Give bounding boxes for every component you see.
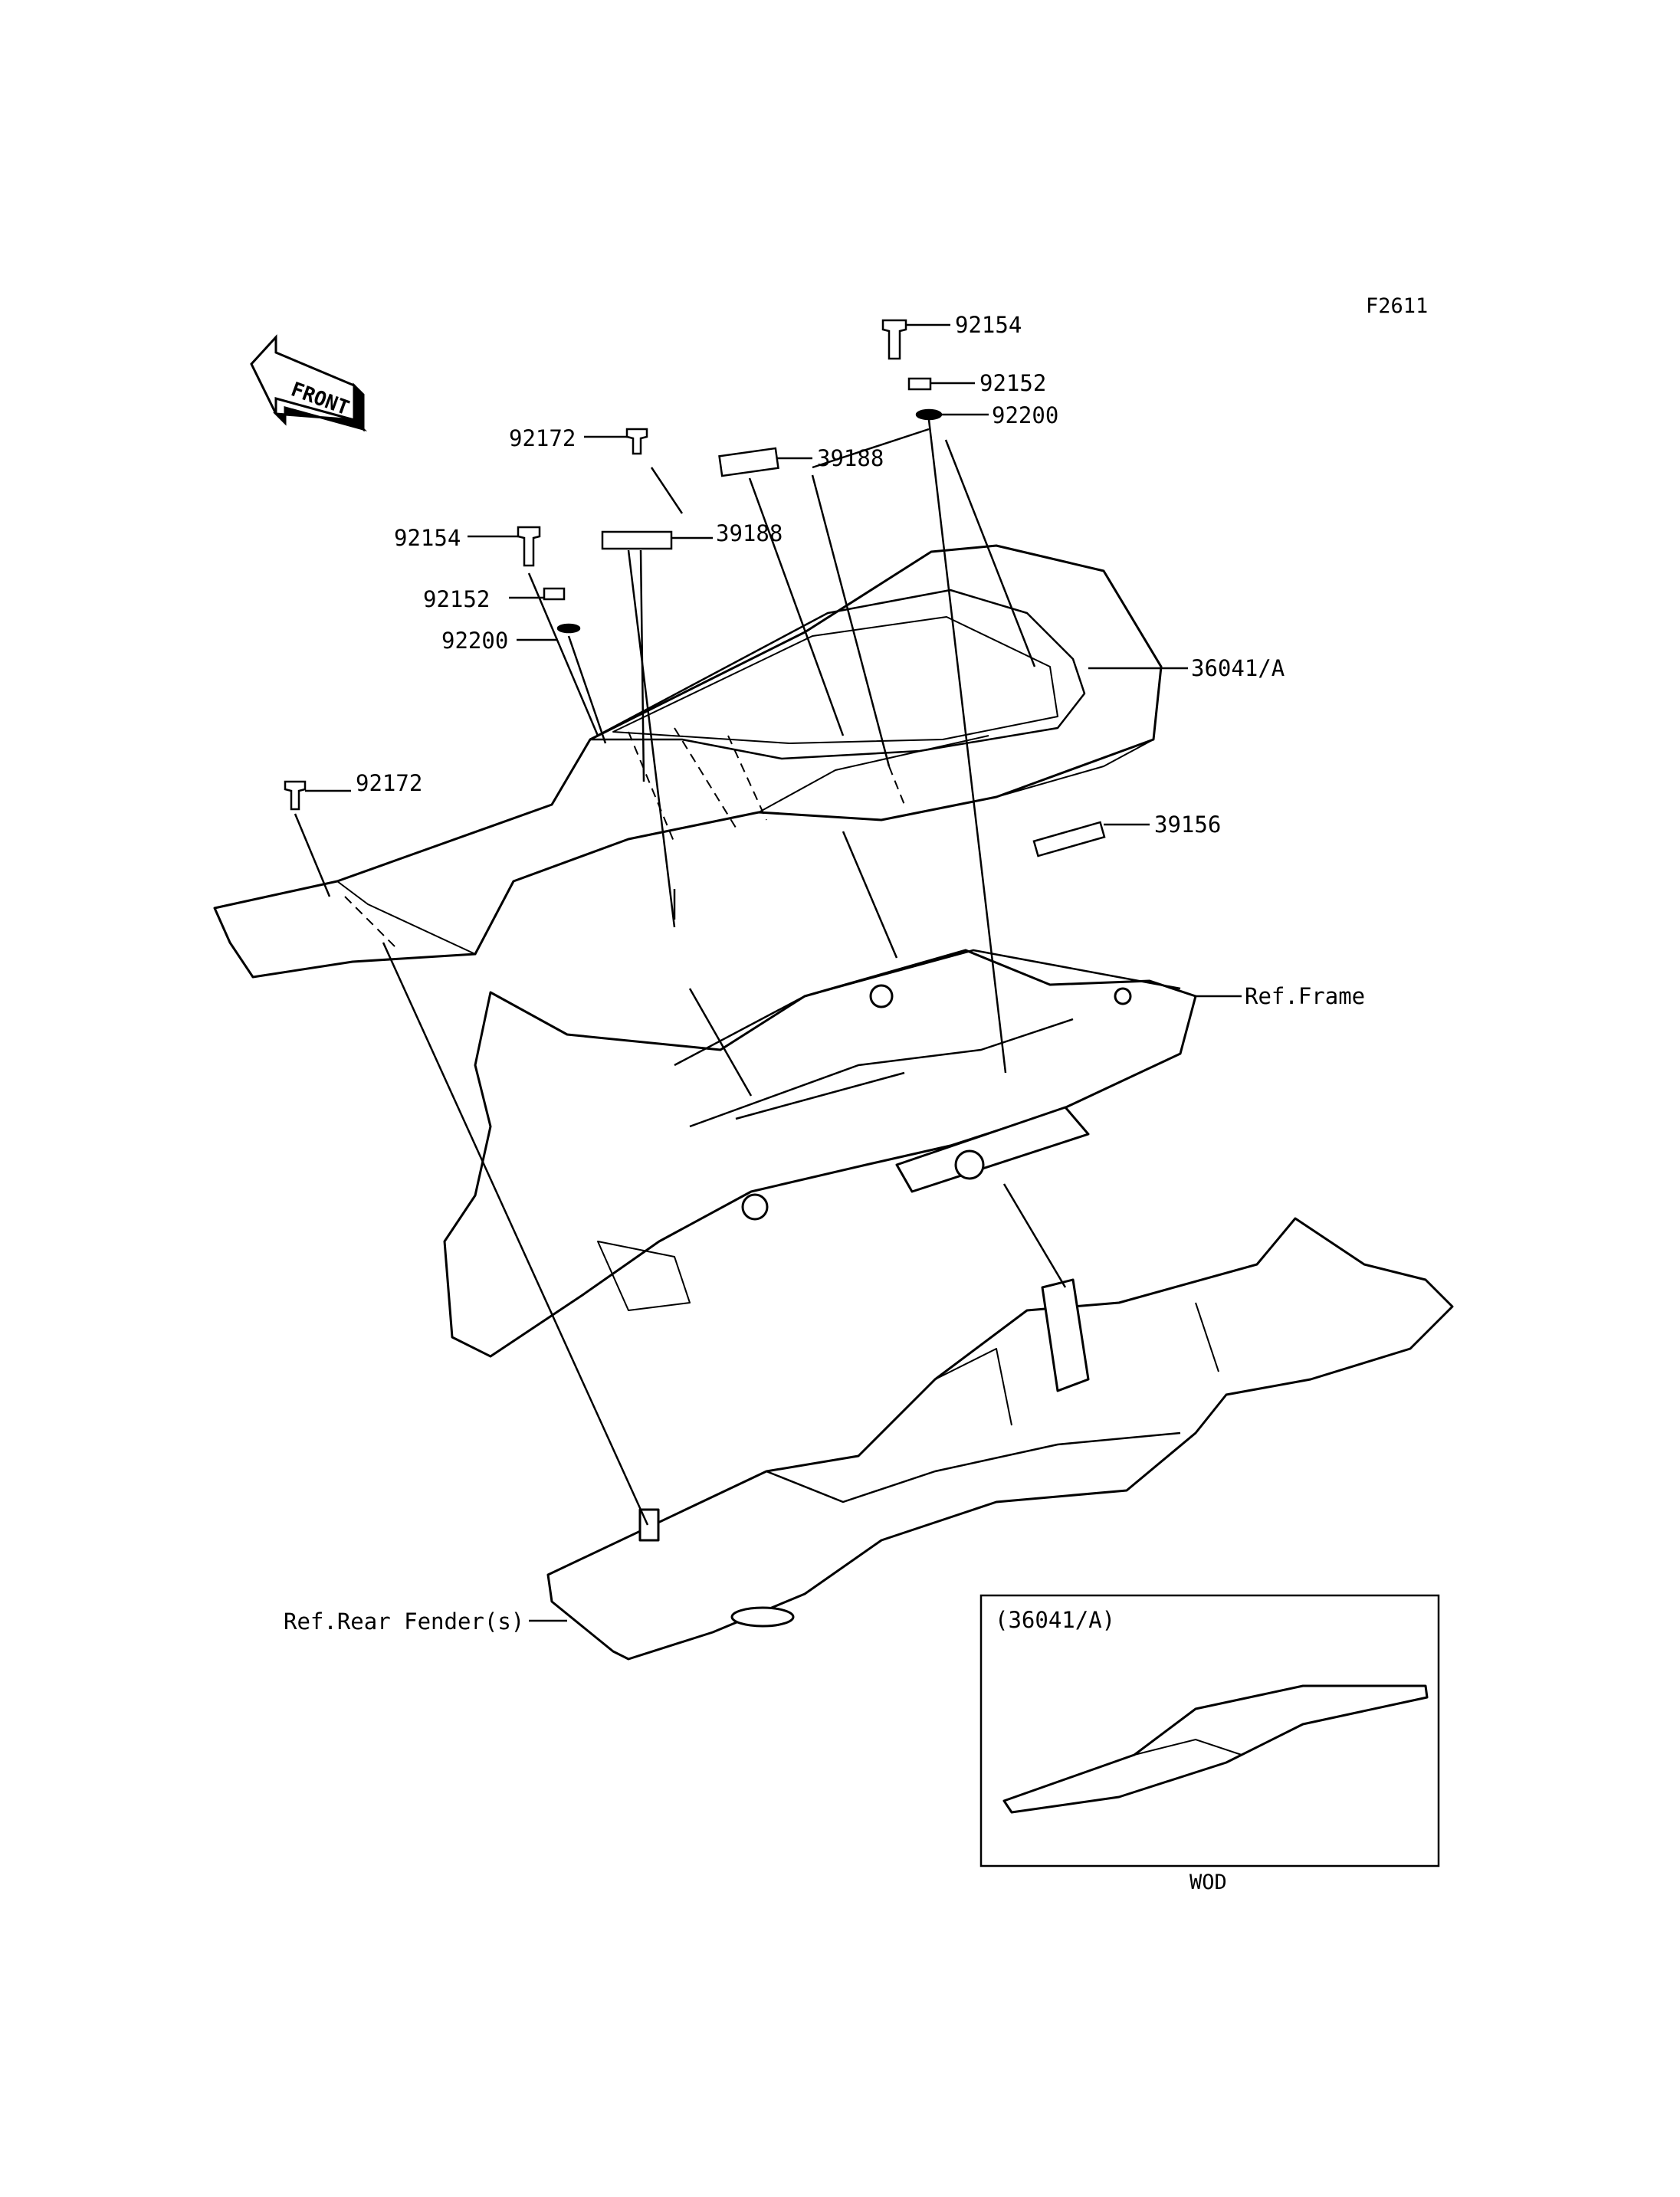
label-sticker-icon	[718, 447, 779, 477]
part-label-92172-left: 92172	[356, 770, 423, 796]
reference-label-frame: Ref.Frame	[1245, 983, 1366, 1009]
collar-icon	[543, 587, 566, 601]
part-label-92152-left: 92152	[423, 586, 491, 612]
part-label-92200-top: 92200	[992, 402, 1059, 428]
part-label-39156: 39156	[1154, 812, 1222, 838]
inset-caption: WOD	[1189, 1871, 1227, 1894]
part-label-92172-top: 92172	[509, 425, 576, 451]
inset-box	[979, 1594, 1440, 1867]
collar-icon	[907, 377, 932, 391]
inset-title: (36041/A)	[995, 1607, 1116, 1633]
bolt-icon	[517, 526, 541, 567]
reference-label-rear-fender: Ref.Rear Fender(s)	[284, 1608, 525, 1635]
clip-icon	[625, 428, 648, 455]
part-label-92154-left: 92154	[394, 525, 461, 551]
hidden-guide-lines	[344, 727, 905, 951]
frame-reference-part	[443, 949, 1197, 1358]
clip-icon	[284, 780, 307, 811]
part-label-92152-top: 92152	[979, 370, 1047, 396]
inset-seat-cover	[1002, 1684, 1429, 1814]
bolt-icon	[881, 319, 907, 360]
seat-cover-part	[213, 544, 1163, 979]
fasteners	[284, 319, 1106, 857]
part-label-39188-left: 39188	[716, 520, 783, 546]
washer-icon	[556, 623, 581, 634]
washer-icon	[915, 408, 943, 421]
part-label-36041a: 36041/A	[1191, 655, 1285, 681]
label-sticker-icon	[1032, 821, 1106, 857]
leader-lines	[294, 323, 1242, 1622]
label-sticker-icon	[601, 530, 673, 550]
figure-code: F2611	[1366, 294, 1429, 318]
part-label-39188-right: 39188	[817, 445, 884, 471]
part-label-92154-top: 92154	[955, 312, 1022, 338]
front-arrow-icon: FRONT	[250, 334, 368, 432]
part-label-92200-left: 92200	[441, 628, 509, 654]
